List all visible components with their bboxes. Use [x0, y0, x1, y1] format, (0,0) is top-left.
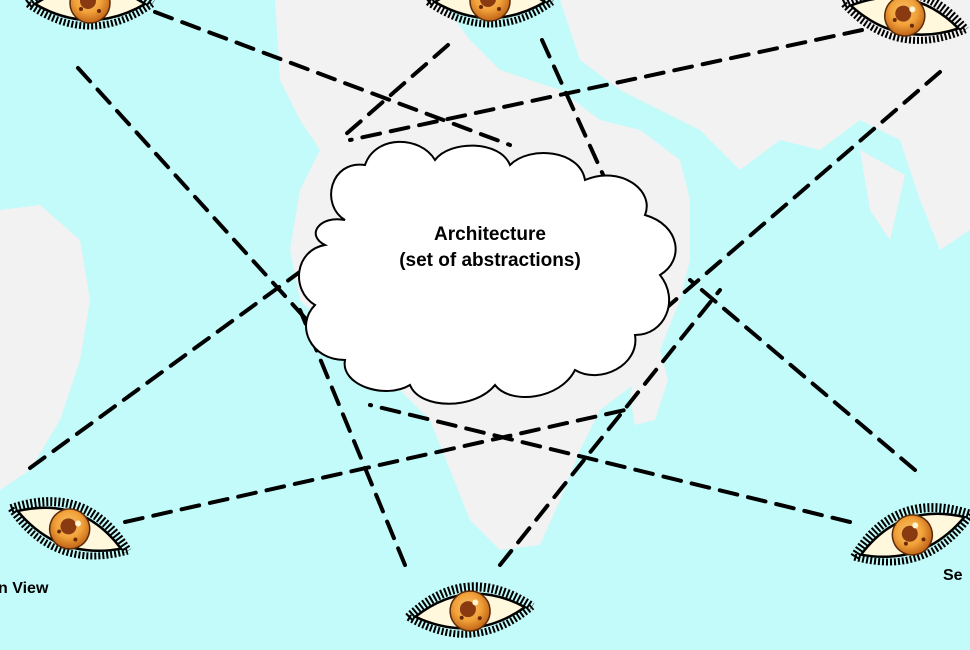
architecture-cloud — [298, 140, 677, 405]
connection-line — [76, 66, 327, 342]
south-america-landmass — [0, 205, 90, 490]
madagascar-island — [630, 350, 668, 425]
connection-line — [368, 403, 852, 524]
island — [930, 190, 970, 240]
right-view-label: Se — [943, 567, 963, 584]
cloud-title: Architecture — [434, 224, 546, 245]
india-landmass — [860, 150, 905, 240]
connection-line — [298, 308, 407, 567]
cloud-subtitle: (set of abstractions) — [399, 250, 581, 271]
connection-lines — [28, 10, 942, 567]
connection-line — [348, 28, 864, 142]
connection-line — [540, 38, 612, 192]
connection-line — [498, 288, 722, 567]
connection-line — [598, 70, 942, 367]
connection-line — [28, 248, 332, 470]
asia-landmass — [560, 0, 970, 250]
connection-line — [343, 43, 450, 137]
connection-line — [153, 10, 512, 147]
connection-line — [688, 278, 917, 472]
connection-line — [123, 408, 627, 524]
left-view-label: n View — [0, 580, 49, 597]
cloud-text: Architecture (set of abstractions) — [330, 222, 650, 274]
